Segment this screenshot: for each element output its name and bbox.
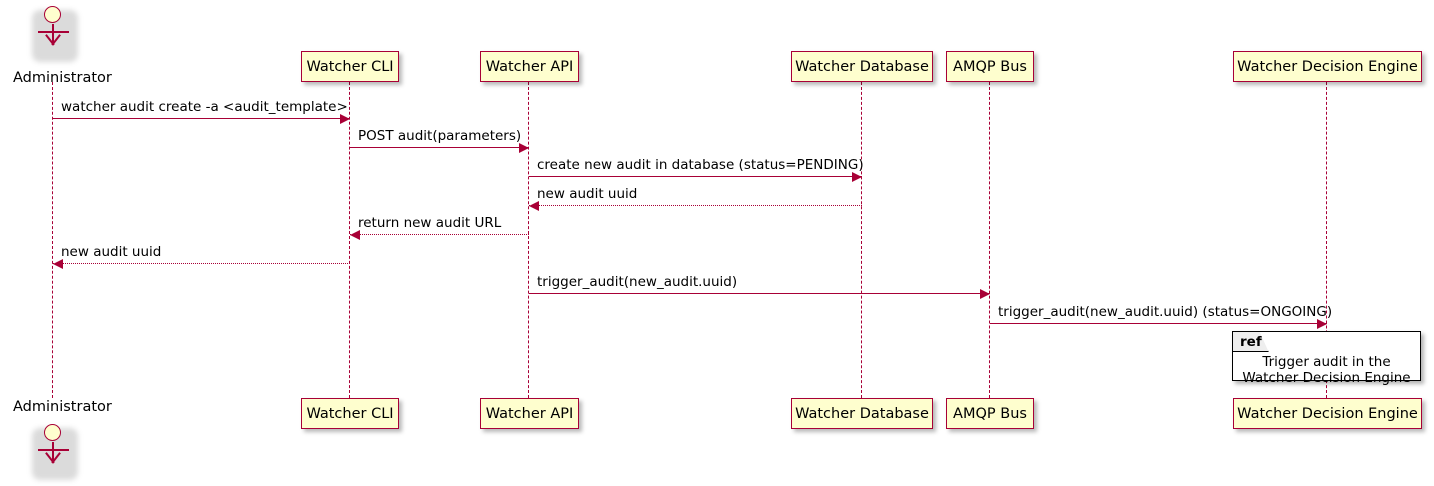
participant-box-decision-bottom[interactable]: Watcher Decision Engine: [1233, 398, 1422, 429]
message-arrowhead-m1: [340, 113, 350, 124]
actor-label-bottom: Administrator: [13, 399, 112, 415]
participant-box-db-bottom[interactable]: Watcher Database: [791, 398, 933, 429]
lifeline-admin: [52, 82, 54, 398]
actor-arms: [38, 31, 69, 33]
participant-label: AMQP Bus: [953, 405, 1027, 422]
lifeline-amqp: [989, 82, 991, 398]
lifeline-db: [861, 82, 863, 398]
message-line-m8: [990, 323, 1327, 324]
message-line-m3: [529, 176, 862, 177]
message-label-m1: watcher audit create -a <audit_template>: [61, 99, 348, 115]
message-arrowhead-m3: [852, 171, 862, 182]
message-line-m7: [529, 293, 990, 294]
actor-figure-top[interactable]: [28, 6, 78, 62]
message-line-m2: [350, 147, 529, 148]
message-line-m5: [350, 234, 529, 235]
lifeline-cli: [349, 82, 351, 398]
message-line-m6: [53, 263, 350, 264]
participant-label: Watcher API: [485, 58, 574, 75]
participant-label: Watcher Database: [795, 58, 929, 75]
message-label-m6: new audit uuid: [61, 244, 162, 260]
message-label-m2: POST audit(parameters): [358, 128, 522, 144]
participant-box-cli-bottom[interactable]: Watcher CLI: [301, 398, 399, 429]
ref-fragment-line: Trigger audit in the: [1262, 354, 1391, 370]
participant-label: Watcher CLI: [306, 405, 394, 422]
participant-box-api-top[interactable]: Watcher API: [480, 51, 579, 82]
message-line-m1: [53, 118, 350, 119]
participant-label: Watcher API: [485, 405, 574, 422]
message-label-m5: return new audit URL: [358, 215, 502, 231]
lifeline-api: [528, 82, 530, 398]
participant-box-cli-top[interactable]: Watcher CLI: [301, 51, 399, 82]
message-arrowhead-m4: [529, 200, 539, 211]
message-arrowhead-m6: [53, 258, 63, 269]
message-line-m4: [529, 205, 862, 206]
actor-body: [52, 442, 54, 463]
ref-fragment-tab: ref: [1233, 332, 1269, 352]
lifeline-decision: [1326, 82, 1328, 398]
participant-label: AMQP Bus: [953, 58, 1027, 75]
message-arrowhead-m2: [519, 142, 529, 153]
actor-body: [52, 24, 54, 45]
message-arrowhead-m8: [1317, 318, 1327, 329]
message-label-m3: create new audit in database (status=PEN…: [537, 157, 864, 173]
actor-label-top: Administrator: [13, 70, 112, 86]
participant-label: Watcher Decision Engine: [1237, 405, 1418, 422]
participant-label: Watcher Database: [795, 405, 929, 422]
message-label-m7: trigger_audit(new_audit.uuid): [537, 274, 738, 290]
ref-fragment-line: Watcher Decision Engine: [1242, 370, 1411, 386]
actor-head: [44, 424, 61, 441]
participant-label: Watcher Decision Engine: [1237, 58, 1418, 75]
message-label-m8: trigger_audit(new_audit.uuid) (status=ON…: [998, 304, 1333, 320]
participant-box-amqp-bottom[interactable]: AMQP Bus: [946, 398, 1034, 429]
actor-head: [44, 6, 61, 23]
participant-box-decision-top[interactable]: Watcher Decision Engine: [1233, 51, 1422, 82]
participant-box-amqp-top[interactable]: AMQP Bus: [946, 51, 1034, 82]
participant-box-db-top[interactable]: Watcher Database: [791, 51, 933, 82]
participant-box-api-bottom[interactable]: Watcher API: [480, 398, 579, 429]
participant-label: Watcher CLI: [306, 58, 394, 75]
message-arrowhead-m5: [350, 229, 360, 240]
message-arrowhead-m7: [980, 288, 990, 299]
message-label-m4: new audit uuid: [537, 186, 638, 202]
actor-arms: [38, 449, 69, 451]
actor-figure-bottom[interactable]: [28, 424, 78, 480]
